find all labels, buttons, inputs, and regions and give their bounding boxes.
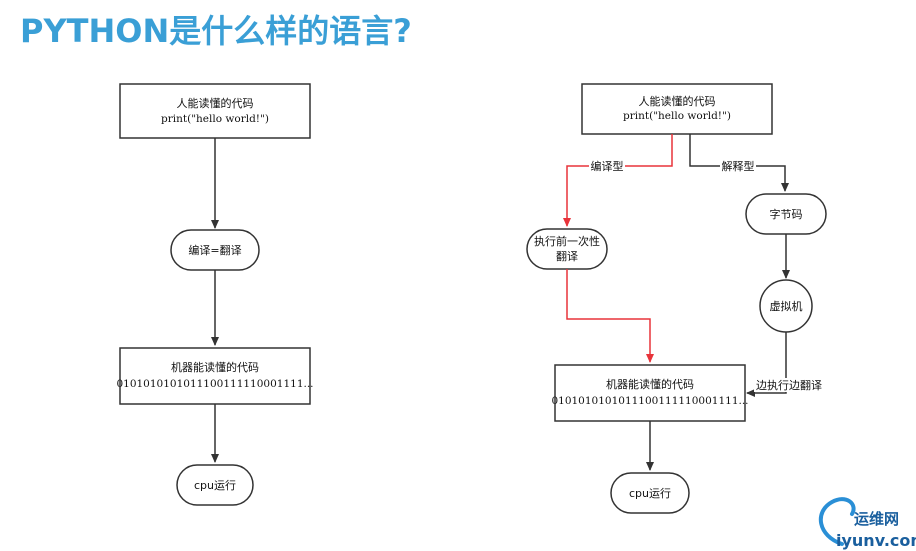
right-machine-code-node: [554, 364, 746, 422]
left-source-code-line1: 人能读懂的代码: [177, 96, 254, 110]
page-title: PYTHON是什么样的语言?: [20, 12, 412, 50]
right-run-node: [610, 472, 690, 514]
left-source-code-line2: print("hello world!"): [161, 113, 269, 125]
left-machine-code-line1: 机器能读懂的代码: [171, 360, 259, 374]
right-edge-compiled-label: 编译型: [591, 159, 624, 173]
watermark-logo: 运维网 iyunv.com: [818, 497, 916, 550]
right-edge-compiled-label-bg: [589, 159, 625, 173]
right-machine-code-line2: 0101010101011100111110001111...: [551, 395, 748, 407]
left-source-code-node: [119, 83, 311, 139]
watermark-domain: iyunv.com: [836, 531, 916, 550]
right-source-code-line2: print("hello world!"): [623, 110, 731, 122]
right-edge-source-to-pretranslate: [563, 134, 673, 227]
right-edge-pretranslate-to-machine: [566, 269, 654, 363]
watermark-brand: 运维网: [854, 510, 899, 528]
right-source-code-line1: 人能读懂的代码: [639, 94, 716, 108]
right-pretranslate-line1: 执行前一次性: [534, 234, 600, 248]
right-bytecode-label: 字节码: [770, 207, 803, 221]
right-vm-label: 虚拟机: [770, 299, 803, 313]
right-edge-vm-to-machine: [746, 332, 787, 397]
right-edge-exec-translate-label-bg: [754, 378, 824, 392]
left-flowchart: 人能读懂的代码 print("hello world!") 编译=翻译 机器能读…: [116, 83, 314, 506]
right-run-label: cpu运行: [629, 487, 671, 500]
right-source-code-node: [581, 83, 773, 135]
watermark-swirl-icon: [818, 497, 856, 546]
left-run-label: cpu运行: [194, 479, 236, 492]
right-edge-interpreted-label: 解释型: [722, 159, 755, 173]
right-machine-code-line1: 机器能读懂的代码: [606, 377, 694, 391]
left-machine-code-line2: 0101010101011100111110001111...: [116, 378, 313, 390]
left-compile-label: 编译=翻译: [188, 243, 241, 257]
left-run-node: [176, 464, 254, 506]
right-edge-exec-translate-label: 边执行边翻译: [756, 378, 822, 392]
right-edge-interpreted-label-bg: [720, 159, 756, 173]
right-flowchart: 人能读懂的代码 print("hello world!") 编译型 解释型 执行…: [526, 83, 827, 514]
right-pretranslate-line2: 翻译: [556, 249, 578, 263]
left-machine-code-node: [119, 347, 311, 405]
